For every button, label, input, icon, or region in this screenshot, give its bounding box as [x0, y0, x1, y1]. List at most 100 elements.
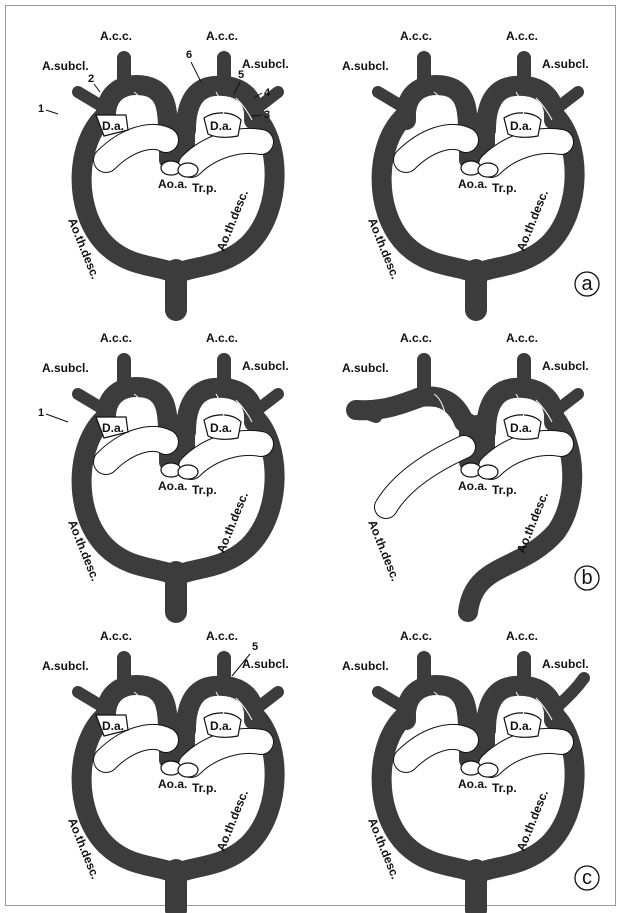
callout-2: 2 — [88, 73, 94, 85]
diagram-panel-b-left: D.a. D.a. A.c.c. A.c.c. A.subcl. A.subcl. Ao.a… — [38, 331, 289, 612]
label-aothdesc-left: Ao.th.desc. — [365, 518, 402, 583]
label-acc-left: A.c.c. — [100, 331, 132, 345]
callout-1: 1 — [38, 103, 44, 115]
label-asubcl-right: A.subcl. — [242, 57, 289, 71]
left-pulmonary-branch — [386, 447, 464, 507]
label-aoa: Ao.a. — [158, 479, 187, 493]
label-asubcl-left: A.subcl. — [342, 361, 389, 375]
left-pulmonary-branch-fill — [386, 447, 464, 507]
callout-5c: 5 — [252, 641, 258, 653]
ductus-label-left: D.a. — [102, 719, 124, 733]
left-ductus-tube — [106, 737, 166, 760]
diagram-panel-a-left: D.a.D.a.A.c.c.A.c.c.A.subcl.A.subcl.Ao.a… — [38, 29, 289, 310]
callout-4: 4 — [264, 87, 271, 99]
label-acc-left: A.c.c. — [100, 29, 132, 43]
right-ductus-tube — [491, 443, 561, 467]
callout-1b: 1 — [38, 407, 44, 419]
label-acc-right: A.c.c. — [206, 29, 238, 43]
arch-inner-line-1 — [134, 394, 146, 422]
pulmonary-trunk-ellipse — [478, 465, 498, 479]
right-ductus-tube — [491, 141, 561, 165]
label-aoa: Ao.a. — [158, 777, 187, 791]
left-ductus-tube-fill — [106, 137, 166, 160]
label-asubcl-left: A.subcl. — [342, 659, 389, 673]
row-badge-b: b — [575, 566, 599, 590]
label-aoa: Ao.a. — [458, 479, 487, 493]
left-ductus-tube — [406, 737, 466, 760]
callout-1-line — [46, 110, 58, 114]
label-trp: Tr.p. — [192, 781, 217, 795]
label-asubcl-left: A.subcl. — [342, 59, 389, 73]
label-acc-left: A.c.c. — [400, 29, 432, 43]
row-badge-c: c — [575, 866, 599, 890]
diagram-panel-a-right: D.a.A.c.c.A.c.c.A.subcl.A.subcl.Ao.a.Tr.… — [342, 29, 589, 310]
left-ductus-tube-fill — [106, 737, 166, 760]
callout-6-line — [191, 62, 201, 82]
pulmonary-trunk-ellipse — [178, 163, 198, 177]
right-ductus-tube — [191, 443, 261, 467]
pulmonary-trunk-ellipse — [178, 465, 198, 479]
pulmonary-trunk-ellipse — [478, 163, 498, 177]
badge-letter: b — [581, 567, 592, 589]
ductus-label-right: D.a. — [210, 119, 232, 133]
diagram-panel-b-right: D.a. A.c.c. A.c.c. A.subcl. A.subcl. Ao.a. Tr.… — [342, 331, 589, 612]
callout-5: 5 — [238, 69, 244, 81]
label-trp: Tr.p. — [492, 483, 517, 497]
left-ductus-tube — [406, 137, 466, 160]
ductus-label-left: D.a. — [102, 119, 124, 133]
label-asubcl-right: A.subcl. — [542, 359, 589, 373]
diagram-panel-c-left: D.a.D.a.A.c.c.A.c.c.A.subcl.A.subcl.Ao.a… — [42, 629, 289, 910]
label-acc-right: A.c.c. — [506, 629, 538, 643]
label-acc-right: A.c.c. — [506, 331, 538, 345]
label-trp: Tr.p. — [192, 483, 217, 497]
callout-3: 3 — [264, 109, 270, 121]
arch-inner-line-1 — [134, 692, 146, 720]
label-acc-right: A.c.c. — [506, 29, 538, 43]
label-acc-left: A.c.c. — [400, 331, 432, 345]
label-asubcl-right: A.subcl. — [242, 359, 289, 373]
callout-6: 6 — [186, 49, 192, 61]
left-ductus-tube-fill — [406, 737, 466, 760]
badge-letter: c — [582, 867, 592, 889]
right-ductus-tube — [191, 141, 261, 165]
left-ductus-tube-fill — [106, 439, 166, 462]
arch-inner-line-1 — [134, 92, 146, 120]
label-asubcl-left: A.subcl. — [42, 59, 89, 73]
ductus-label-right: D.a. — [210, 719, 232, 733]
label-trp: Tr.p. — [492, 181, 517, 195]
badge-letter: a — [581, 273, 593, 295]
left-ductus-tube-fill — [406, 137, 466, 160]
label-trp: Tr.p. — [492, 781, 517, 795]
label-aoa: Ao.a. — [458, 777, 487, 791]
row-badge-a: a — [575, 272, 599, 296]
arch-inner-line-1 — [434, 692, 446, 720]
right-ductus-tube — [191, 741, 261, 765]
pulmonary-trunk-ellipse — [478, 763, 498, 777]
ductus-label-right: D.a. — [510, 421, 532, 435]
left-ductus-tube — [106, 137, 166, 160]
ductus-label-right: D.a. — [510, 719, 532, 733]
left-aortic-arch — [406, 685, 468, 730]
ductus-label-right: D.a. — [210, 421, 232, 435]
arch-inner-line-1 — [434, 92, 446, 120]
label-aoa: Ao.a. — [458, 177, 487, 191]
ductus-label-right: D.a. — [510, 119, 532, 133]
callout-1b-line — [46, 414, 68, 422]
label-acc-right: A.c.c. — [206, 331, 238, 345]
right-ductus-tube — [491, 741, 561, 765]
label-asubcl-right: A.subcl. — [242, 657, 289, 671]
label-acc-right: A.c.c. — [206, 629, 238, 643]
label-acc-left: A.c.c. — [400, 629, 432, 643]
label-asubcl-right: A.subcl. — [542, 657, 589, 671]
label-asubcl-left: A.subcl. — [42, 361, 89, 375]
label-trp: Tr.p. — [192, 181, 217, 195]
label-asubcl-left: A.subcl. — [42, 659, 89, 673]
left-ductus-tube — [106, 439, 166, 462]
left-aortic-arch — [406, 85, 468, 130]
ductus-label-left: D.a. — [102, 421, 124, 435]
callout-2-line — [94, 84, 100, 92]
diagram-panel-c-right: D.a. A.c.c. A.c.c. A.subcl. A.subcl. Ao.a. Tr.… — [342, 629, 589, 910]
left-subclavian — [356, 410, 376, 417]
